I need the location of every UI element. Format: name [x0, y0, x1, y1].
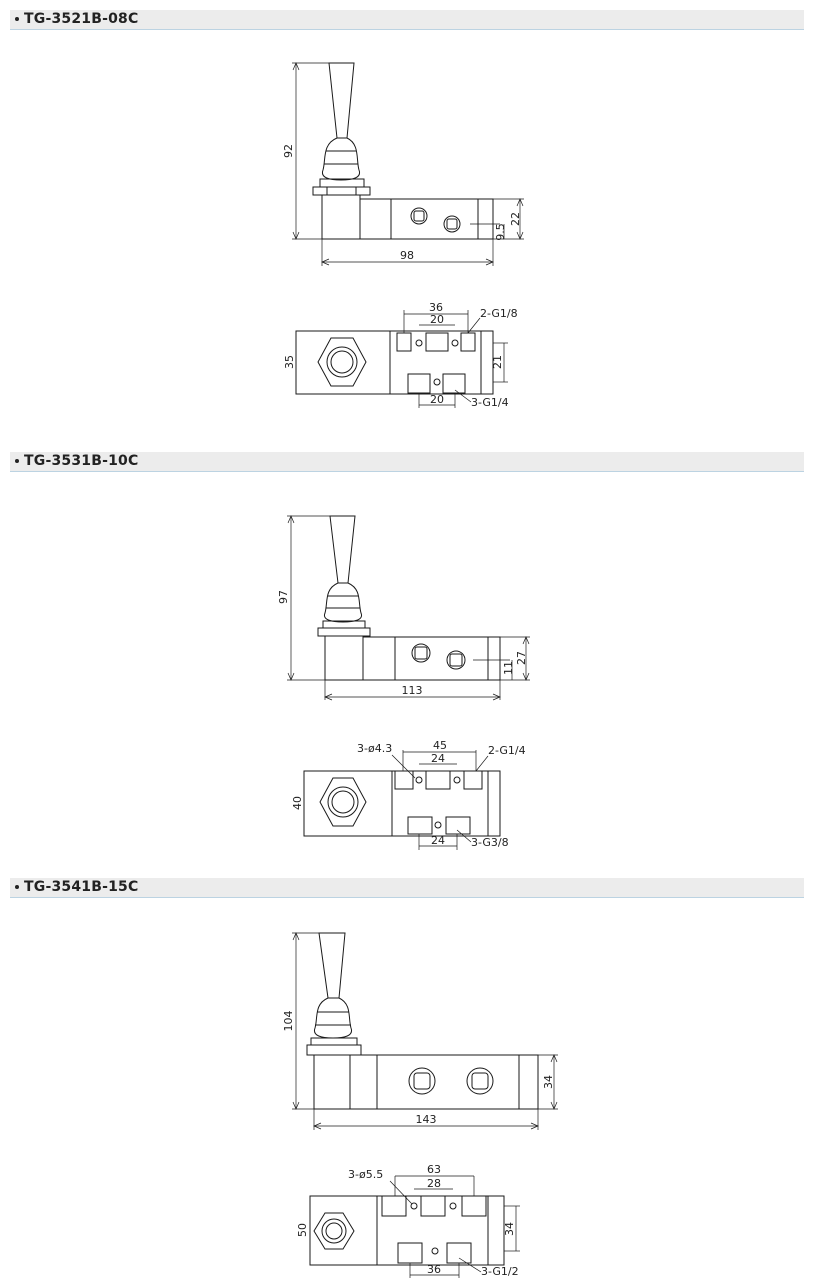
top-view-drawing-2: 3-ø4.3 45 24 2-G1/4 24 3-G3/8 40	[291, 739, 526, 850]
dim-body-height: 34	[542, 1075, 555, 1089]
top-view-drawing-1: 36 20 2-G1/8 20 3-G1/4 35 21	[283, 301, 518, 409]
port-label-bottom: 3-G1/2	[481, 1265, 519, 1278]
bullet-icon	[15, 459, 19, 463]
section-header-2: TG-3531B-10C	[10, 452, 804, 472]
section-title: TG-3531B-10C	[24, 453, 139, 469]
hole-label: 3-ø4.3	[357, 742, 392, 755]
dim-d: 21	[491, 355, 504, 369]
section-title: TG-3521B-08C	[24, 11, 139, 27]
dim-length: 98	[400, 249, 414, 262]
dim-b: 24	[431, 752, 445, 765]
dim-port-offset: 11	[502, 661, 515, 675]
side-view-drawing-1: 92 98 22 9.5	[282, 62, 524, 266]
port-label-bottom: 3-G1/4	[471, 396, 509, 409]
dim-body-height: 22	[509, 212, 522, 226]
dim-a: 45	[433, 739, 447, 752]
port-label-bottom: 3-G3/8	[471, 836, 509, 849]
dim-c: 20	[430, 393, 444, 406]
dim-height: 92	[282, 144, 295, 158]
side-view-drawing-2: 97 113 27 11	[277, 515, 530, 701]
dim-height: 104	[282, 1011, 295, 1032]
dim-b: 28	[427, 1177, 441, 1190]
bullet-icon	[15, 885, 19, 889]
bullet-icon	[15, 17, 19, 21]
dim-length: 113	[402, 684, 423, 697]
dim-c: 36	[427, 1263, 441, 1276]
hole-label: 3-ø5.5	[348, 1168, 383, 1181]
dim-height: 97	[277, 590, 290, 604]
section-header-1: TG-3521B-08C	[10, 10, 804, 30]
dim-length: 143	[416, 1113, 437, 1126]
dim-d: 34	[503, 1222, 516, 1236]
dim-a: 63	[427, 1163, 441, 1176]
section-header-3: TG-3541B-15C	[10, 878, 804, 898]
dim-width: 40	[291, 796, 304, 810]
side-view-drawing-3: 104 143 34	[282, 932, 558, 1130]
dim-port-offset: 9.5	[494, 223, 507, 241]
section-title: TG-3541B-15C	[24, 879, 139, 895]
dim-body-height: 27	[515, 651, 528, 665]
dim-a: 36	[429, 301, 443, 314]
top-view-drawing-3: 3-ø5.5 63 28 36 3-G1/2 50 34	[296, 1163, 520, 1278]
dim-b: 20	[430, 313, 444, 326]
dim-width: 35	[283, 355, 296, 369]
port-label-top: 2-G1/4	[488, 744, 526, 757]
dim-width: 50	[296, 1223, 309, 1237]
port-label-top: 2-G1/8	[480, 307, 518, 320]
dim-c: 24	[431, 834, 445, 847]
